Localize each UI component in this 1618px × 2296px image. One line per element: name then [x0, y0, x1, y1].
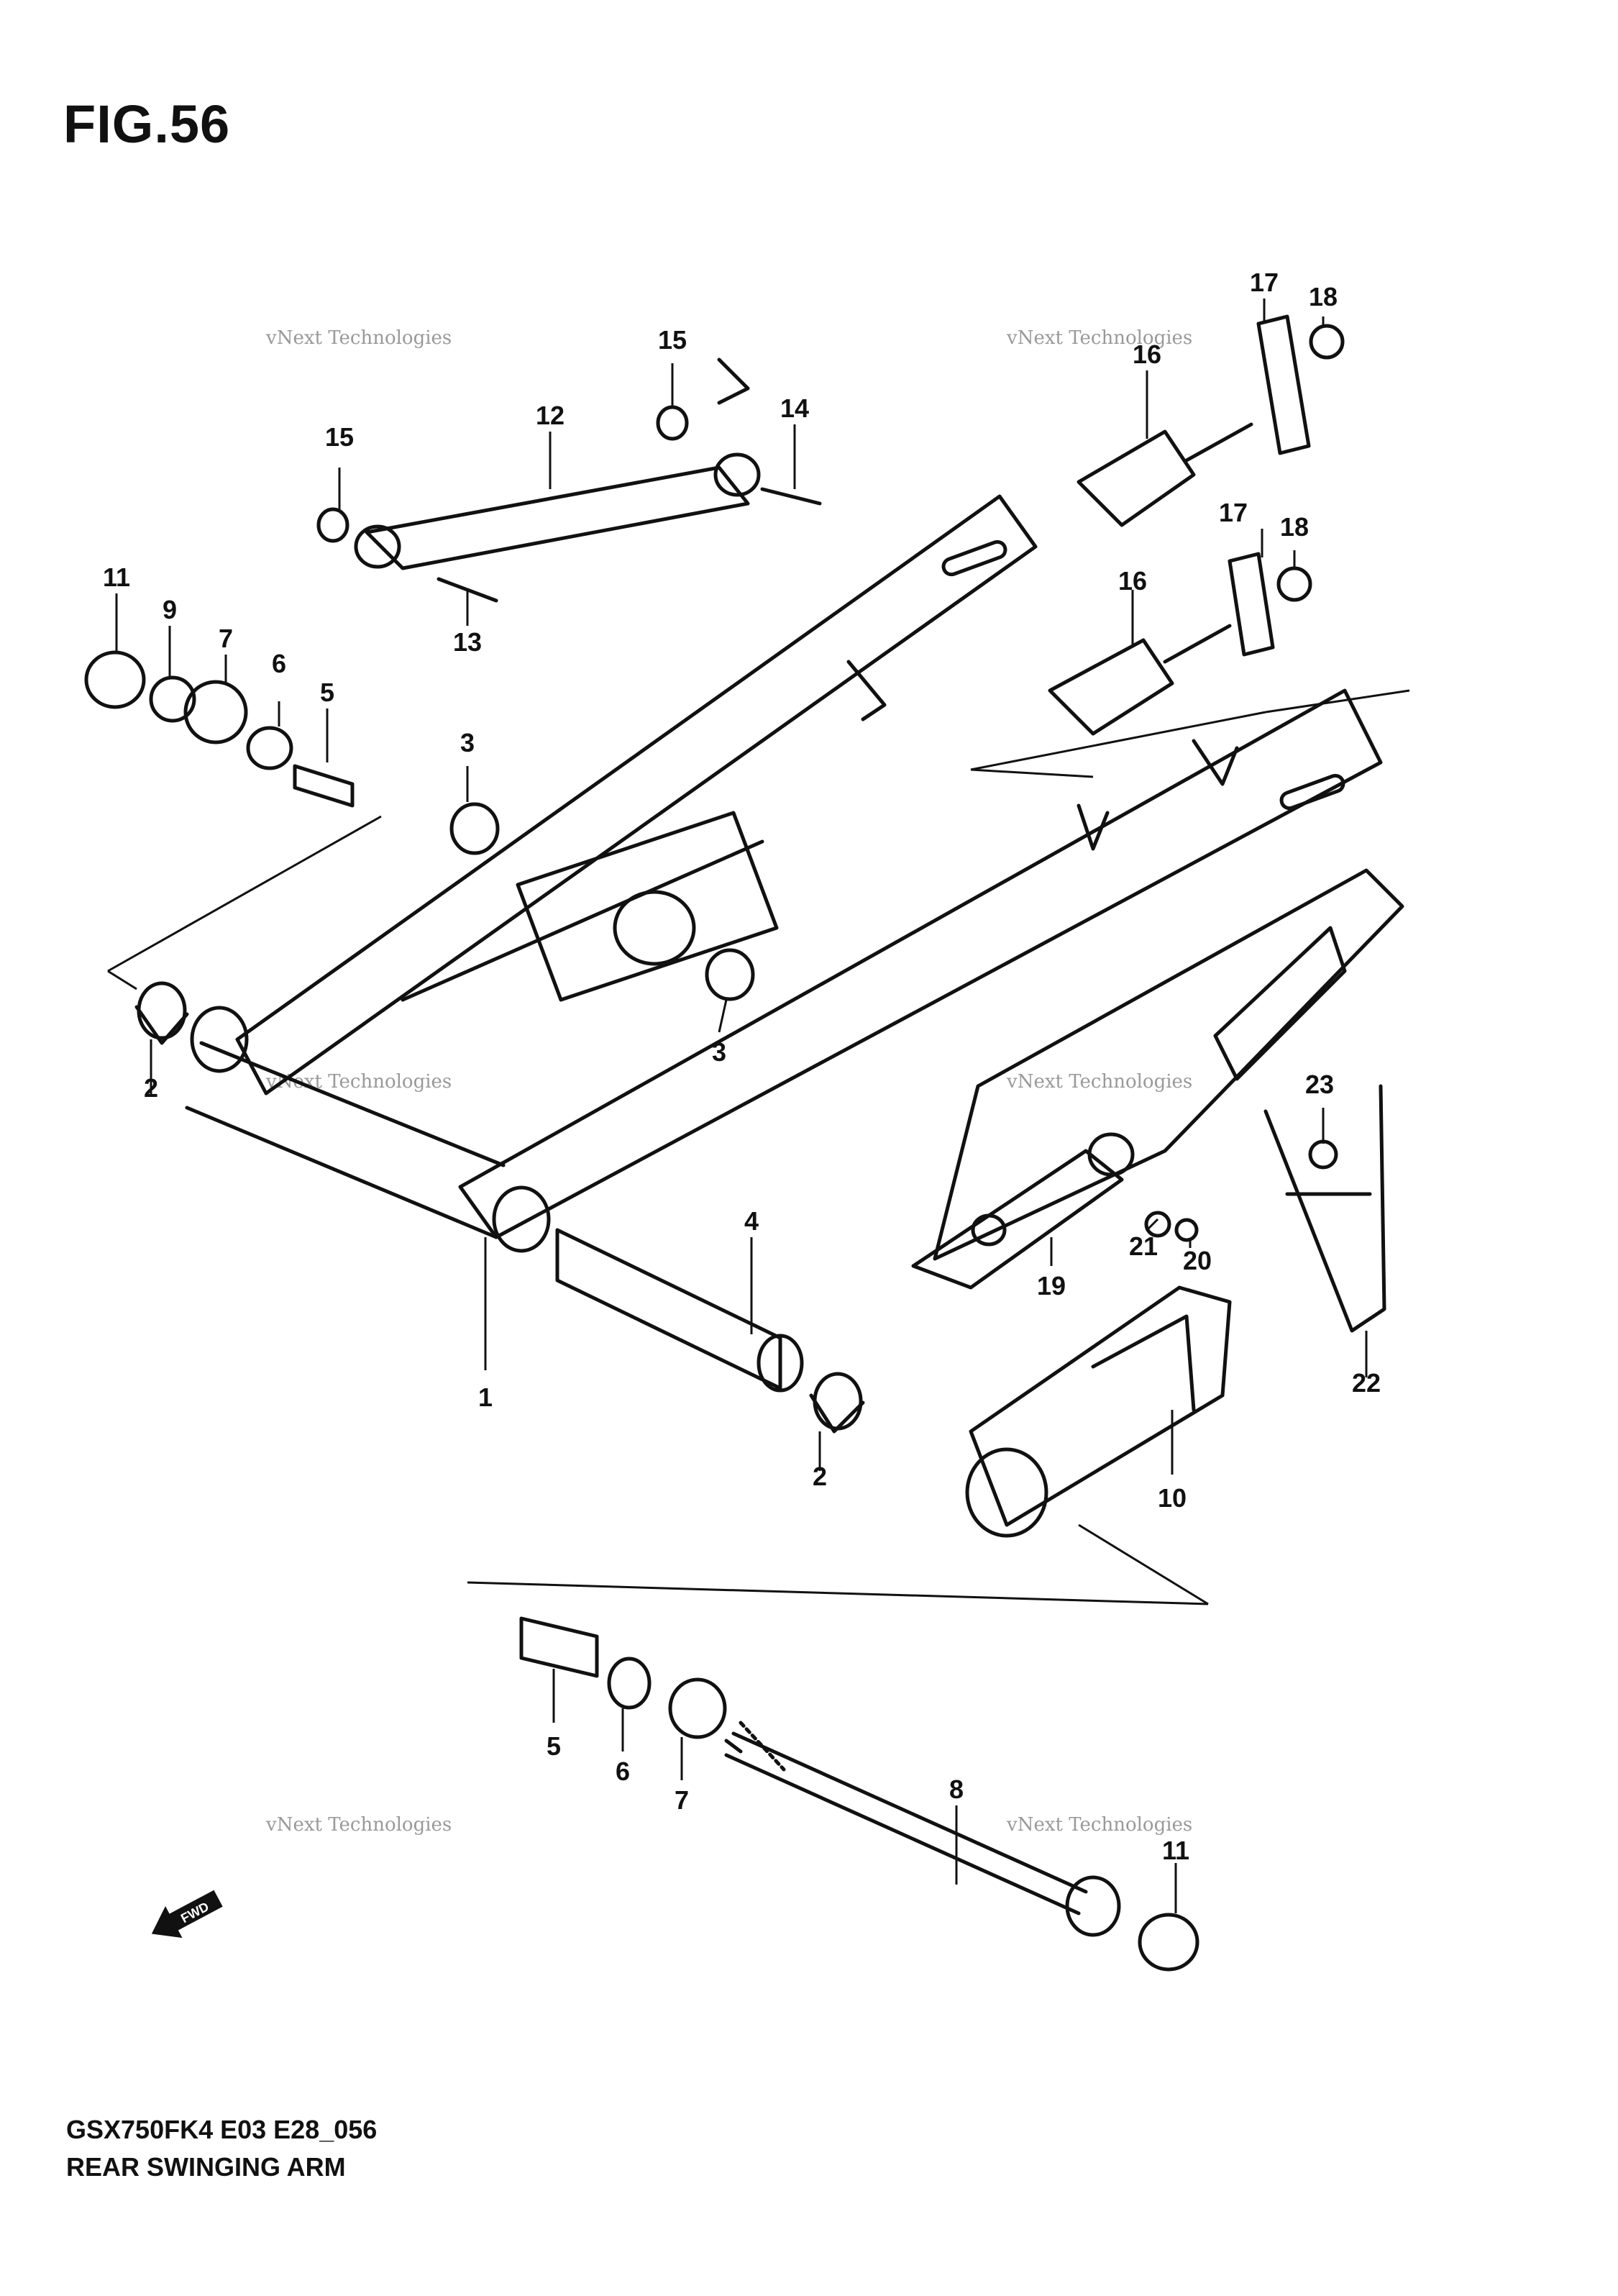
cap-part-11 [84, 650, 146, 709]
nut-part-15 [656, 405, 689, 441]
washer-part-21 [1144, 1211, 1171, 1238]
bolt-part-20 [1174, 1218, 1199, 1242]
chain-adjuster-lower [1048, 552, 1312, 736]
callout-label: 6 [272, 649, 286, 678]
watermark-group: vNext Technologies vNext Technologies vN… [265, 327, 1192, 1836]
callout-label: 1 [478, 1382, 493, 1412]
bracket-part-22 [1263, 1084, 1386, 1333]
sleeve-part-4 [555, 1228, 804, 1393]
callout-label: 15 [658, 325, 687, 355]
nut-part-15 [316, 507, 349, 543]
callout-label: 3 [460, 728, 475, 757]
callout-label: 17 [1250, 268, 1279, 297]
swing-arm-part-1 [107, 357, 1410, 1253]
bolt-part-23 [1308, 1139, 1338, 1170]
callout-label: 21 [1129, 1231, 1158, 1261]
callout-label: 22 [1352, 1368, 1381, 1398]
callout-label: 18 [1309, 282, 1338, 311]
pivot-bolt-part-8 [724, 1721, 1121, 1937]
bushing-part-2 [134, 981, 865, 1434]
bearing-stack-upper [84, 650, 355, 808]
spacer-part-7 [183, 680, 248, 744]
callout-label: 4 [744, 1206, 759, 1236]
figure-label: FIG.56 [63, 94, 231, 154]
callout-label: 18 [1280, 512, 1309, 542]
callout-label: 6 [616, 1757, 630, 1786]
callout-label: 3 [712, 1037, 726, 1067]
torque-link-part-12 [316, 405, 822, 603]
cap-part-11-lower [1138, 1913, 1199, 1972]
washer-part-6 [246, 726, 293, 770]
callout-label: 11 [103, 562, 130, 592]
callout-label: 11 [1162, 1836, 1189, 1865]
callout-label: 20 [1183, 1246, 1212, 1275]
callout-label: 13 [453, 627, 482, 657]
callout-numbers: 1 2 2 3 3 4 5 5 6 6 7 7 8 9 10 11 11 12 … [103, 268, 1381, 1865]
bushing-part-3 [449, 802, 755, 1001]
watermark-text: vNext Technologies [1006, 327, 1192, 349]
collar-part-5 [293, 764, 355, 808]
callout-label: 15 [325, 422, 354, 452]
callout-label: 2 [144, 1073, 158, 1103]
callout-label: 12 [536, 401, 565, 430]
bracket-part-19 [911, 1132, 1199, 1290]
callout-label: 23 [1305, 1070, 1334, 1099]
nut-part-18 [1309, 324, 1345, 360]
callout-label: 14 [780, 393, 809, 423]
watermark-text: vNext Technologies [265, 1814, 452, 1836]
bolt-part-14 [760, 487, 822, 506]
chain-guide-part-10 [467, 1285, 1232, 1605]
callout-label: 10 [1158, 1483, 1187, 1513]
callout-label: 17 [1219, 498, 1248, 527]
fwd-arrow: FWD [151, 1890, 223, 1939]
model-code: GSX750FK4 E03 E28_056 [66, 2115, 378, 2144]
callout-label: 16 [1118, 566, 1147, 596]
bearing-part-9 [149, 675, 196, 723]
adjuster-part-16 [1077, 429, 1196, 527]
callout-label: 19 [1037, 1271, 1066, 1300]
callout-label: 2 [813, 1462, 827, 1491]
chain-case-part [933, 868, 1404, 1261]
bearing-stack-lower [519, 1616, 727, 1739]
callout-leaders [115, 299, 1368, 1913]
plate-part-17 [1256, 314, 1311, 455]
chain-adjuster-upper [1077, 314, 1345, 527]
callout-label: 5 [320, 678, 334, 707]
watermark-text: vNext Technologies [1006, 1814, 1192, 1836]
callout-label: 5 [547, 1731, 561, 1761]
callout-label: 7 [219, 624, 233, 653]
callout-label: 7 [675, 1785, 689, 1815]
diagram-caption: REAR SWINGING ARM [66, 2152, 346, 2182]
callout-label: 9 [163, 595, 177, 624]
callout-label: 8 [949, 1775, 964, 1804]
callout-label: 16 [1133, 340, 1161, 369]
watermark-text: vNext Technologies [265, 327, 452, 349]
watermark-text: vNext Technologies [1006, 1071, 1192, 1093]
